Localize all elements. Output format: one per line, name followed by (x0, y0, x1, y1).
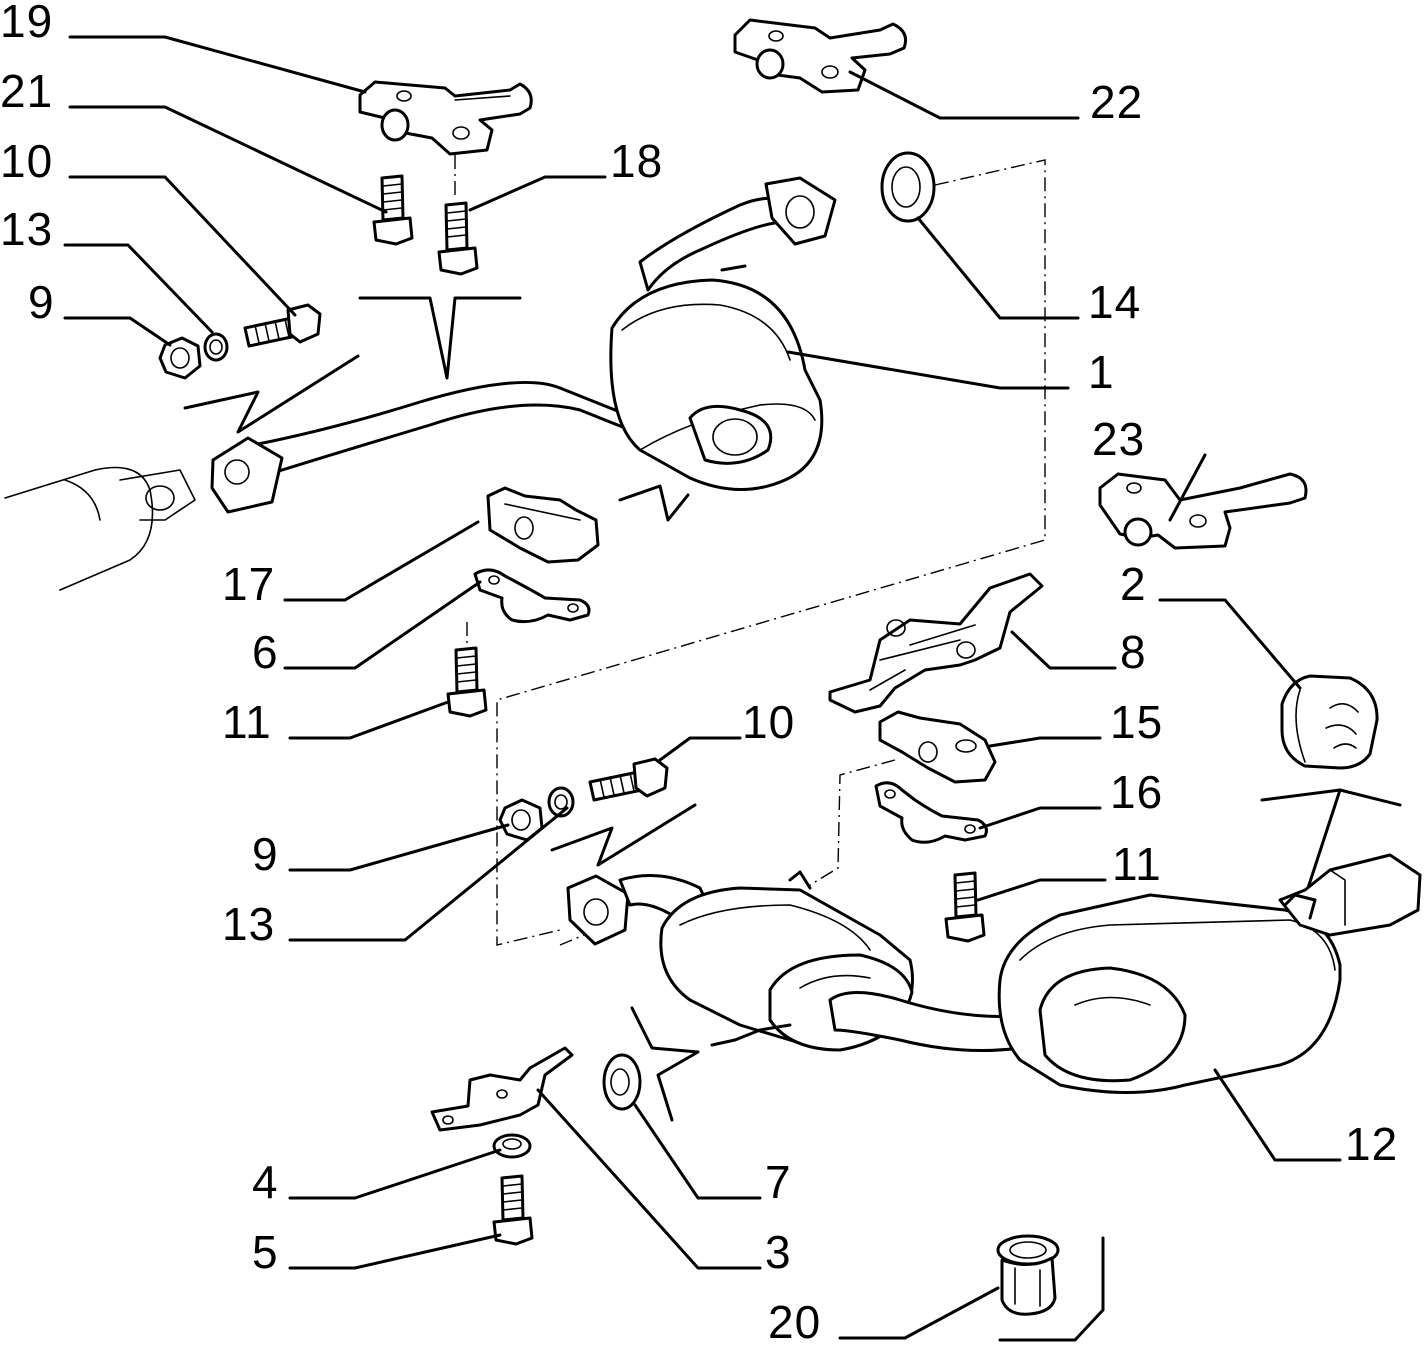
label-8: 8 (1120, 626, 1147, 678)
label-4: 4 (252, 1156, 279, 1208)
label-20: 20 (768, 1296, 821, 1348)
label-13-lower: 13 (222, 898, 275, 950)
front-silencer-1 (210, 176, 837, 522)
washer-13-upper (203, 332, 229, 362)
bolt-10-lower (588, 757, 669, 802)
rubber-mount-15 (878, 710, 997, 784)
leader-lines (63, 35, 1342, 1340)
label-6: 6 (252, 626, 279, 678)
label-21: 21 (0, 65, 53, 117)
label-3: 3 (765, 1226, 792, 1278)
bush-20-bracket-mark (998, 1236, 1105, 1342)
label-22: 22 (1090, 76, 1143, 128)
nut-9-upper (158, 336, 202, 380)
label-16: 16 (1110, 766, 1163, 818)
hanger-bracket-23 (1098, 472, 1308, 550)
bolt-21 (372, 174, 414, 246)
label-23: 23 (1092, 413, 1145, 465)
reference-labels: 19 21 10 13 9 18 22 14 1 23 2 17 6 8 11 … (0, 0, 1398, 1348)
gasket-ring-14 (880, 151, 936, 223)
bolt-18 (437, 201, 479, 276)
bolt-11-upper (446, 646, 488, 718)
hanger-bracket-22 (733, 18, 908, 94)
label-9-upper: 9 (28, 276, 55, 328)
label-5: 5 (252, 1226, 279, 1278)
downpipe-cutaway (4, 466, 196, 591)
rubber-mount-17 (486, 486, 600, 564)
mounting-plate-8 (828, 572, 1044, 714)
label-14: 14 (1088, 276, 1141, 328)
rear-silencer-12 (566, 853, 1422, 1094)
bolt-11-lower (944, 871, 986, 943)
hanger-bracket-19 (358, 80, 533, 156)
bush-20 (996, 1234, 1060, 1316)
washer-4 (492, 1133, 532, 1159)
label-7: 7 (765, 1156, 792, 1208)
clamp-strap-16 (874, 781, 988, 844)
label-17: 17 (222, 558, 275, 610)
label-19: 19 (0, 0, 53, 47)
gasket-7 (602, 1053, 642, 1111)
label-10-upper: 10 (0, 135, 53, 187)
bracket-3 (430, 1046, 574, 1132)
clamp-strap-6 (473, 568, 591, 624)
break-marks (183, 296, 1402, 1122)
label-11-lower: 11 (1112, 838, 1162, 890)
label-12: 12 (1345, 1118, 1398, 1170)
label-15: 15 (1110, 696, 1163, 748)
label-1: 1 (1088, 346, 1115, 398)
nut-9-lower (498, 798, 544, 842)
label-11-upper: 11 (222, 696, 272, 748)
label-18: 18 (610, 135, 663, 187)
label-10-lower: 10 (742, 696, 795, 748)
bolt-10-upper (243, 303, 322, 348)
label-2: 2 (1120, 558, 1147, 610)
rubber-hanger-2 (1280, 674, 1379, 770)
label-13-upper: 13 (0, 203, 53, 255)
label-9-lower: 9 (252, 828, 279, 880)
